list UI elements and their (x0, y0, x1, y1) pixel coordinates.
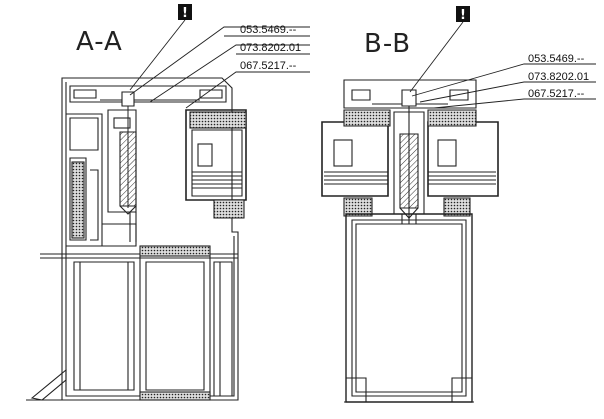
section-label-b-b: B-B (364, 29, 411, 59)
warning-mark-a: ! (182, 6, 188, 21)
screw-thread-a (119, 131, 137, 207)
glazing-unit-a (185, 109, 247, 201)
frame-outline (61, 77, 239, 401)
glazing-unit-b-left (321, 121, 389, 197)
sill (30, 368, 67, 401)
warning-badge-b (456, 6, 470, 22)
cover-cap-b (343, 79, 477, 109)
leaders-b-b (409, 21, 596, 109)
gasket-b-top-right (427, 109, 477, 127)
gasket-b-top-left (343, 109, 391, 127)
screw-head-a (121, 91, 135, 107)
part-number-b-1: 053.5469.-- (528, 53, 585, 65)
part-number-b-2: 073.8202.01 (528, 71, 589, 83)
part-number-a-2: 073.8202.01 (240, 42, 301, 54)
screw-thread-b (399, 133, 419, 209)
leader-warning-a (129, 19, 186, 91)
section-a-a (26, 77, 247, 401)
left-chamber (66, 113, 103, 247)
section-label-a-a: A-A (76, 27, 123, 57)
leader-warning-b (409, 21, 464, 93)
lower-chamber-mid (139, 255, 211, 397)
gasket-b-bottom-right (443, 197, 471, 217)
warning-mark-b: ! (460, 8, 466, 23)
gasket-mid-top (139, 245, 211, 257)
section-b-b (321, 79, 499, 403)
screw-head-b (401, 89, 417, 107)
gasket-left (71, 161, 85, 239)
part-number-a-3: 067.5217.-- (240, 60, 297, 72)
part-number-b-3: 067.5217.-- (528, 88, 585, 100)
gasket-glazing-bottom-a (213, 199, 245, 219)
leaders-a-a (129, 19, 310, 109)
lower-chamber-left (73, 261, 135, 391)
gasket-glazing-top-a (189, 111, 247, 129)
warning-badge-a (178, 4, 192, 20)
gasket-b-bottom-left (343, 197, 373, 217)
part-number-a-1: 053.5469.-- (240, 24, 297, 36)
gasket-mid-bottom (139, 391, 211, 401)
mullion-body-b (345, 213, 473, 403)
